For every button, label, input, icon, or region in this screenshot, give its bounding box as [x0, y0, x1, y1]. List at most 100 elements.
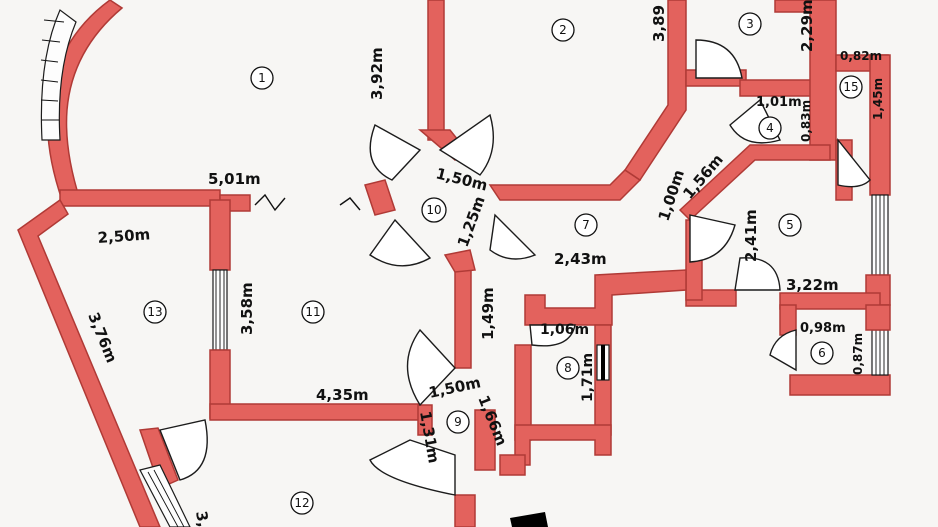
wall-room-10-left	[364, 179, 396, 216]
dim-0-83: 0,83m	[799, 100, 813, 142]
window-13-11-lines	[215, 270, 225, 350]
door-room-10-nw	[369, 123, 422, 181]
door-room-10-sw	[369, 218, 432, 267]
wall-room-15-east	[869, 54, 891, 196]
room-numbers: 1 2 3 4 5 6 7 8 9 10 11 12 13 15	[143, 12, 863, 515]
svg-text:13: 13	[147, 305, 162, 319]
dim-2-50: 2,50m	[97, 225, 151, 247]
window-room-12-lines	[147, 469, 185, 527]
dim-3-92: 3,92m	[368, 47, 386, 100]
door-room-6	[769, 329, 797, 372]
doors	[159, 39, 871, 496]
door-room-9-upper	[406, 328, 456, 407]
walls	[17, 0, 891, 527]
wall-room-11-south	[209, 403, 421, 421]
svg-text:2: 2	[559, 23, 567, 37]
door-room-8	[529, 324, 576, 347]
dim-1-06: 1,06m	[540, 322, 589, 338]
wall-10-lower	[443, 249, 476, 273]
wall-room-10-right	[488, 169, 642, 201]
svg-text:3: 3	[746, 17, 754, 31]
door-room-10-se	[489, 213, 537, 260]
room-9-label: 9	[446, 410, 470, 434]
door-room-5	[689, 214, 736, 263]
dim-0-87: 0,87m	[851, 333, 865, 375]
dim-2-29: 2,29m	[798, 0, 816, 52]
window-bay	[40, 9, 77, 141]
svg-text:5: 5	[786, 218, 794, 232]
dim-3-edge: 3,	[192, 510, 213, 527]
wall-room-3-east	[809, 0, 837, 161]
wall-room-9-bottom	[454, 494, 476, 527]
svg-text:15: 15	[843, 80, 858, 94]
wall-room-3-south	[739, 79, 821, 97]
room-2-label: 2	[551, 18, 575, 42]
room-5-label: 5	[778, 213, 802, 237]
svg-text:12: 12	[294, 496, 309, 510]
dim-2-41: 2,41m	[742, 209, 760, 262]
svg-text:4: 4	[766, 121, 774, 135]
window-bay-mullions	[40, 19, 65, 121]
room-12-label: 12	[290, 491, 314, 515]
door-room-9-lower	[369, 439, 456, 496]
dim-5-01: 5,01m	[208, 170, 261, 188]
room-11-label: 11	[301, 300, 325, 324]
wall-room-8-south	[514, 424, 612, 466]
door-room-15	[837, 138, 871, 188]
dim-4-35: 4,35m	[316, 386, 369, 404]
dim-1-45: 1,45m	[871, 78, 885, 120]
wall-13-11-upper	[209, 199, 231, 271]
opening-marker-left	[254, 193, 286, 212]
door-room-13	[159, 419, 208, 481]
wall-room-9-west	[417, 404, 433, 436]
wall-room-2-east	[623, 0, 687, 182]
wall-room-9-corner	[499, 454, 526, 476]
dim-3-76: 3,76m	[84, 310, 120, 366]
room-13-label: 13	[143, 300, 167, 324]
wall-room1-south-left	[59, 189, 221, 207]
svg-text:7: 7	[582, 218, 590, 232]
room-6-label: 6	[810, 341, 834, 365]
dim-3-58: 3,58m	[238, 282, 256, 335]
dim-0-82: 0,82m	[840, 49, 882, 63]
wall-room-6-east	[865, 304, 891, 331]
dim-0-98: 0,98m	[800, 321, 846, 336]
wall-room-13-west	[17, 198, 161, 527]
svg-text:9: 9	[454, 415, 462, 429]
dim-2-43: 2,43m	[554, 250, 607, 268]
wall-room-9-east	[474, 409, 496, 471]
dim-1-49: 1,49m	[479, 287, 497, 340]
room-3-label: 3	[738, 12, 762, 36]
room-15-label: 15	[839, 75, 863, 99]
wall-room-3-north	[774, 0, 811, 13]
wall-room-7-south	[524, 269, 687, 326]
wall-room-6-south	[789, 374, 891, 396]
dim-1-01: 1,01m	[756, 95, 802, 110]
window-room-8-sill	[601, 345, 605, 380]
wall-11-7	[454, 259, 472, 369]
door-room-10-ne	[438, 113, 495, 176]
wall-room-5-south	[779, 292, 881, 310]
dim-1-71: 1,71m	[580, 353, 596, 402]
room-4-label: 4	[758, 116, 782, 140]
svg-text:8: 8	[564, 361, 572, 375]
opening-marker-right	[339, 197, 361, 211]
wall-1-2	[427, 0, 445, 141]
room-1-label: 1	[250, 66, 274, 90]
svg-text:6: 6	[818, 346, 826, 360]
window-room-5-lines	[875, 195, 885, 275]
dim-1-25: 1,25m	[454, 194, 489, 250]
room-8-label: 8	[556, 356, 580, 380]
room-10-label: 10	[421, 197, 447, 223]
dim-3-89: 3,89	[650, 5, 668, 42]
door-room-5-south	[734, 257, 781, 291]
entry-marker	[510, 512, 548, 527]
window-room-6-lines	[875, 330, 885, 375]
room-7-label: 7	[574, 213, 598, 237]
dim-3-22: 3,22m	[786, 276, 839, 294]
svg-text:10: 10	[426, 203, 441, 217]
svg-text:1: 1	[258, 71, 266, 85]
svg-text:11: 11	[305, 305, 320, 319]
door-room-3	[695, 39, 743, 79]
